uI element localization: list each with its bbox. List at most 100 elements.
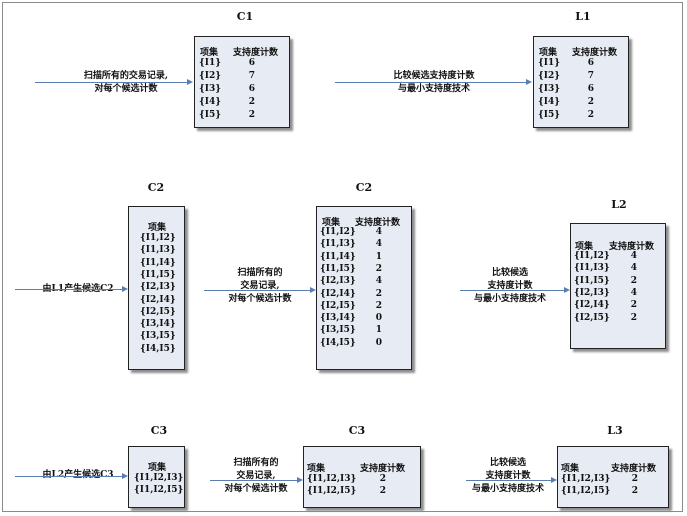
l2-count-cell: 2 bbox=[630, 312, 637, 323]
c2a-itemset-cell: {I4,I5} bbox=[140, 343, 176, 354]
l2-itemset-cell: {I1,I3} bbox=[574, 263, 610, 274]
c3a-itemset-cell: {I1,I2,I5} bbox=[134, 485, 184, 496]
c3a-itemset-cell: {I1,I2,I3} bbox=[134, 473, 184, 483]
c2a-itemset-cell: {I3,I4} bbox=[140, 319, 176, 330]
l1-header-support: 支持度计数 bbox=[572, 48, 618, 58]
c2b-count-cell: 1 bbox=[375, 251, 382, 262]
compare-label-1: 比较候选支持度计数与最小支持度技术 bbox=[393, 71, 475, 94]
c2a-itemset-cell: {I2,I3} bbox=[140, 282, 176, 293]
c1-header-itemset: 项集 bbox=[200, 48, 219, 58]
c2a-itemset-cell: {I1,I5} bbox=[140, 269, 176, 280]
l2-title: L2 bbox=[611, 198, 627, 211]
l1-itemset-cell: {I4} bbox=[538, 97, 561, 107]
c2b-itemset-cell: {I3,I4} bbox=[320, 313, 356, 324]
c2b-count-cell: 1 bbox=[375, 325, 382, 336]
l2-count-cell: 4 bbox=[630, 287, 637, 298]
l2-itemset-cell: {I1,I5} bbox=[574, 275, 610, 286]
c2a-header-itemset: 项集 bbox=[148, 223, 167, 233]
l2-table: 项集 支持度计数 {I1,I2}4{I1,I3}4{I1,I5}2{I2,I3}… bbox=[570, 223, 666, 349]
c2b-count-cell: 2 bbox=[375, 263, 382, 274]
c1-itemset-cell: {I3} bbox=[199, 84, 222, 94]
c2b-table: 项集 支持度计数 {I1,I2}4{I1,I3}4{I1,I4}1{I1,I5}… bbox=[316, 206, 412, 370]
c3b-itemset-cell: {I1,I2,I5} bbox=[307, 486, 357, 497]
gen-c3-arrow-line bbox=[15, 476, 122, 477]
scan-label-1: 扫描所有的交易记录,对每个候选计数 bbox=[83, 71, 169, 94]
c2b-itemset-cell: {I1,I4} bbox=[320, 251, 356, 262]
diagram-frame bbox=[2, 2, 683, 512]
scan-arrow-3-head bbox=[297, 477, 303, 483]
l3-count-cell: 2 bbox=[631, 474, 638, 484]
l1-header-itemset: 项集 bbox=[539, 48, 558, 58]
scan-label-2: 扫描所有的交易记录,对每个候选计数 bbox=[228, 268, 292, 304]
scan-arrow-1-line bbox=[35, 82, 187, 83]
c2b-count-cell: 0 bbox=[375, 337, 382, 348]
scan-arrow-1-head bbox=[187, 79, 193, 85]
c2b-count-cell: 4 bbox=[375, 227, 382, 237]
c2b-itemset-cell: {I2,I3} bbox=[320, 276, 356, 287]
gen-c3-label: 由L2产生候选C3 bbox=[42, 470, 114, 480]
c2b-count-cell: 2 bbox=[375, 300, 382, 311]
c3b-itemset-cell: {I1,I2,I3} bbox=[307, 474, 357, 484]
l3-header-support: 支持度计数 bbox=[611, 464, 657, 474]
l1-itemset-cell: {I3} bbox=[538, 84, 561, 94]
c3b-table: 项集 支持度计数 {I1,I2,I3}2{I1,I2,I5}2 bbox=[303, 446, 421, 508]
gen-c2-arrow-head bbox=[122, 286, 128, 292]
scan-arrow-3-line bbox=[210, 480, 297, 481]
c1-count-cell: 2 bbox=[248, 97, 255, 107]
c2b-title: C2 bbox=[355, 181, 373, 194]
c2b-itemset-cell: {I4,I5} bbox=[320, 337, 356, 348]
c2b-itemset-cell: {I2,I4} bbox=[320, 288, 356, 299]
l1-count-cell: 6 bbox=[587, 84, 594, 94]
c3a-table: 项集 {I1,I2,I3}{I1,I2,I5} bbox=[128, 446, 185, 508]
l3-itemset-cell: {I1,I2,I3} bbox=[561, 474, 611, 484]
c1-itemset-cell: {I5} bbox=[199, 110, 222, 120]
compare-arrow-1-head bbox=[526, 79, 532, 85]
c2b-itemset-cell: {I3,I5} bbox=[320, 325, 356, 336]
c2b-count-cell: 4 bbox=[375, 276, 382, 287]
c2b-header-itemset: 项集 bbox=[322, 218, 341, 228]
c3a-title: C3 bbox=[150, 424, 168, 437]
c2a-table: 项集 {I1,I2}{I1,I3}{I1,I4}{I1,I5}{I2,I3}{I… bbox=[128, 206, 185, 370]
l1-title: L1 bbox=[575, 10, 591, 23]
c1-itemset-cell: {I4} bbox=[199, 97, 222, 107]
compare-label-2: 比较候选支持度计数与最小支持度技术 bbox=[473, 268, 546, 304]
c2b-count-cell: 4 bbox=[375, 239, 382, 250]
l1-count-cell: 6 bbox=[587, 58, 594, 68]
l3-count-cell: 2 bbox=[631, 486, 638, 497]
c3b-title: C3 bbox=[348, 424, 366, 437]
c1-itemset-cell: {I2} bbox=[199, 71, 222, 81]
c1-header-support: 支持度计数 bbox=[233, 48, 279, 58]
scan-arrow-2-head bbox=[310, 287, 316, 293]
compare-label-3: 比较候选支持度计数与最小支持度技术 bbox=[471, 458, 544, 494]
scan-label-3: 扫描所有的交易记录,对每个候选计数 bbox=[224, 458, 288, 494]
l2-itemset-cell: {I2,I4} bbox=[574, 300, 610, 311]
l1-itemset-cell: {I5} bbox=[538, 110, 561, 120]
c2a-itemset-cell: {I2,I4} bbox=[140, 294, 176, 305]
l1-count-cell: 7 bbox=[587, 71, 594, 81]
l2-count-cell: 2 bbox=[630, 275, 637, 286]
l2-header-itemset: 项集 bbox=[575, 242, 594, 252]
gen-c3-arrow-head bbox=[122, 473, 128, 479]
l2-itemset-cell: {I2,I5} bbox=[574, 312, 610, 323]
c1-count-cell: 6 bbox=[248, 84, 255, 94]
c2b-itemset-cell: {I2,I5} bbox=[320, 300, 356, 311]
c3b-count-cell: 2 bbox=[379, 474, 386, 484]
l3-table: 项集 支持度计数 {I1,I2,I3}2{I1,I2,I5}2 bbox=[557, 446, 669, 508]
l2-count-cell: 2 bbox=[630, 300, 637, 311]
c2b-count-cell: 2 bbox=[375, 288, 382, 299]
compare-arrow-3-head bbox=[551, 477, 557, 483]
c3b-count-cell: 2 bbox=[379, 486, 386, 497]
c1-count-cell: 2 bbox=[248, 110, 255, 120]
l2-count-cell: 4 bbox=[630, 263, 637, 274]
c2a-itemset-cell: {I1,I2} bbox=[140, 233, 176, 243]
gen-c2-arrow-line bbox=[15, 289, 122, 290]
l2-count-cell: 4 bbox=[630, 251, 637, 261]
compare-arrow-1-line bbox=[335, 82, 526, 83]
c3b-header-itemset: 项集 bbox=[307, 464, 326, 474]
c1-itemset-cell: {I1} bbox=[199, 58, 222, 68]
l3-itemset-cell: {I1,I2,I5} bbox=[561, 486, 611, 497]
compare-arrow-3-line bbox=[466, 480, 551, 481]
c2a-itemset-cell: {I3,I5} bbox=[140, 331, 176, 342]
c1-count-cell: 7 bbox=[248, 71, 255, 81]
c2a-itemset-cell: {I1,I3} bbox=[140, 245, 176, 256]
